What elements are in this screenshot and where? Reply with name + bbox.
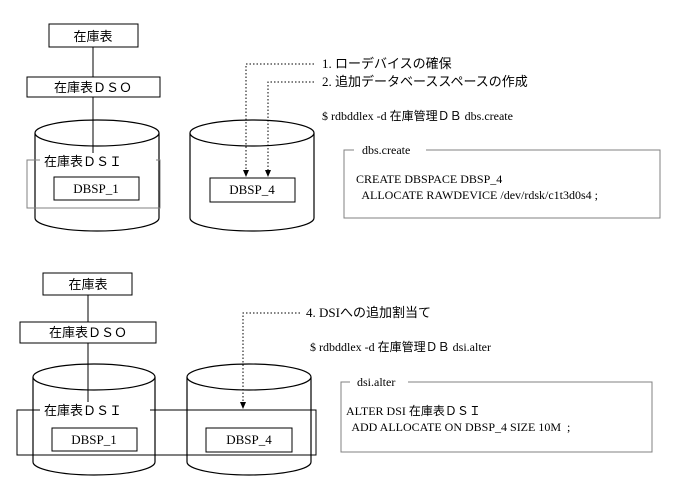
bottom-table-label: 在庫表 bbox=[68, 277, 107, 292]
bottom-step4-text: 4. DSIへの追加割当て bbox=[306, 305, 431, 320]
top-dso-box bbox=[26, 76, 161, 98]
top-table-box bbox=[48, 23, 139, 48]
top-file-panel: dbs.create CREATE DBSPACE DBSP_4 ALLOCAT… bbox=[343, 143, 661, 219]
bottom-disk2-cylinder bbox=[186, 363, 312, 476]
top-section: 在庫表ＤＳＩ 在庫表 在庫表ＤＳＯ DBSP_1 DBSP_4 1. ローデバイ… bbox=[26, 23, 661, 232]
bottom-file-line2: ADD ALLOCATE ON DBSP_4 SIZE 10M ; bbox=[346, 420, 570, 434]
bottom-section: 在庫表ＤＳＩ 在庫表 在庫表ＤＳＯ DBSP_1 DBSP_4 4. DSIへの… bbox=[16, 272, 653, 476]
top-dso-label: 在庫表ＤＳＯ bbox=[54, 80, 132, 95]
top-disk2-cylinder bbox=[189, 119, 315, 232]
top-file-title: dbs.create bbox=[362, 143, 410, 157]
bottom-disk1-cylinder bbox=[32, 363, 156, 476]
bottom-dotted-arrow bbox=[240, 312, 300, 409]
top-dbsp4-box bbox=[209, 177, 296, 203]
bottom-dsi-group-box bbox=[16, 409, 317, 456]
top-dsi-label: 在庫表ＤＳＩ bbox=[44, 154, 122, 169]
bottom-file-line1: ALTER DSI 在庫表ＤＳＩ bbox=[346, 404, 481, 418]
top-step2-text: 2. 追加データベーススペースの作成 bbox=[322, 74, 528, 89]
bottom-dsi-label: 在庫表ＤＳＩ bbox=[44, 403, 122, 418]
top-dbsp1-box bbox=[53, 176, 140, 201]
bottom-dso-box bbox=[19, 321, 157, 344]
bottom-dbsp1-box bbox=[51, 427, 138, 452]
bottom-dbsp4-box bbox=[205, 427, 293, 453]
bottom-dbsp4-label: DBSP_4 bbox=[226, 432, 272, 447]
bottom-file-title: dsi.alter bbox=[357, 375, 395, 389]
top-command-text: $ rdbddlex -d 在庫管理ＤＢ dbs.create bbox=[322, 108, 513, 123]
top-table-label: 在庫表 bbox=[73, 29, 112, 44]
top-dotted-arrows bbox=[243, 63, 314, 177]
top-disk1-cylinder bbox=[34, 119, 160, 232]
bottom-dbsp1-label: DBSP_1 bbox=[71, 432, 117, 447]
top-dbsp4-label: DBSP_4 bbox=[229, 182, 275, 197]
top-dbsp1-label: DBSP_1 bbox=[73, 181, 119, 196]
bottom-file-panel: dsi.alter ALTER DSI 在庫表ＤＳＩ ADD ALLOCATE … bbox=[340, 375, 653, 453]
top-step1-text: 1. ローデバイスの確保 bbox=[322, 56, 452, 71]
bottom-dso-label: 在庫表ＤＳＯ bbox=[49, 325, 127, 340]
bottom-table-box bbox=[42, 272, 133, 296]
top-file-line2: ALLOCATE RAWDEVICE /dev/rdsk/c1t3d0s4 ; bbox=[356, 188, 598, 202]
bottom-command-text: $ rdbddlex -d 在庫管理ＤＢ dsi.alter bbox=[310, 339, 491, 354]
top-file-line1: CREATE DBSPACE DBSP_4 bbox=[356, 172, 502, 186]
